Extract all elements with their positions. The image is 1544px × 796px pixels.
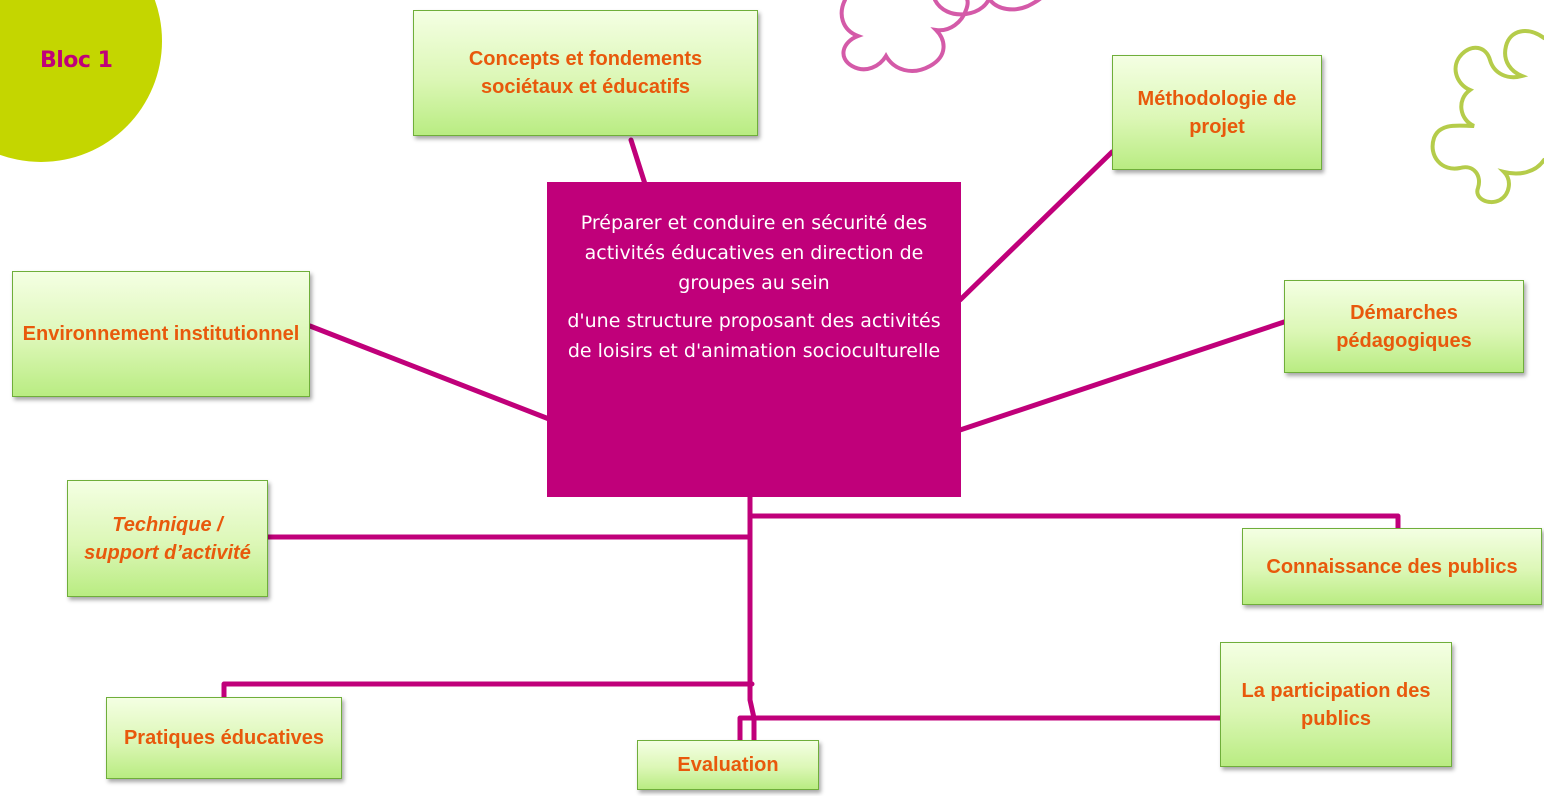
node-pratiques: Pratiques éducatives — [106, 697, 342, 779]
connector-pratiques — [221, 681, 755, 700]
bloc-label: Bloc 1 — [40, 48, 113, 73]
central-objective-line-2: d'une structure proposant des activités … — [567, 310, 941, 362]
node-connaissance: Connaissance des publics — [1242, 528, 1542, 605]
node-environnement: Environnement institutionnel — [12, 271, 310, 397]
connector-methodologie — [957, 149, 1115, 303]
node-evaluation: Evaluation — [637, 740, 819, 790]
node-concepts: Concepts et fondements sociétaux et éduc… — [413, 10, 758, 136]
connector-concepts — [628, 137, 648, 187]
connector-evaluation — [737, 715, 757, 743]
node-participation: La participation des publics — [1220, 642, 1452, 767]
connector-environnement — [307, 323, 552, 422]
puzzle-piece-icon-green — [1430, 29, 1544, 205]
central-objective-line-1: Préparer et conduire en sécurité des act… — [580, 212, 928, 294]
node-demarches: Démarches pédagogiques — [1284, 280, 1524, 373]
node-technique: Technique / support d’activité — [67, 480, 268, 597]
connector-trunk — [747, 494, 757, 748]
connector-connaissance — [747, 513, 1401, 531]
puzzle-piece-icon-pink — [839, 0, 1042, 73]
node-methodologie: Méthodologie de projet — [1112, 55, 1322, 170]
central-objective-box: Préparer et conduire en sécurité des act… — [547, 182, 961, 497]
connector-demarches — [957, 319, 1287, 433]
